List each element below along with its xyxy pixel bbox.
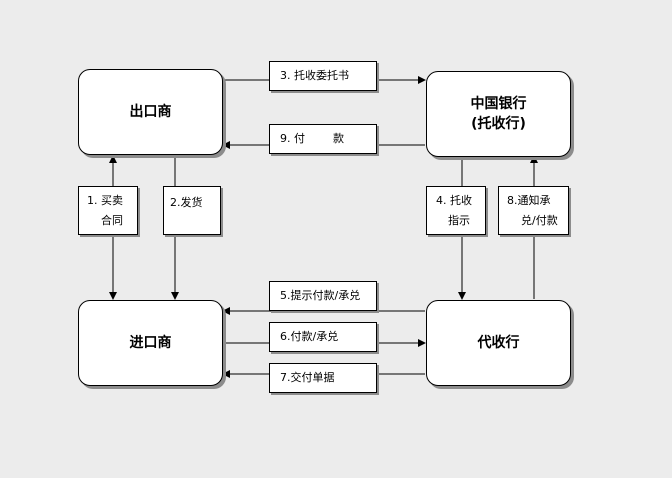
step-7-text: 7.交付单据 (280, 371, 335, 384)
step-6-text: 6.付款/承兑 (280, 330, 339, 343)
collecting-bank-box: 代收行 (426, 300, 571, 386)
step-3-label: 3. 托收委托书 (269, 61, 377, 91)
collecting-bank-label: 代收行 (477, 335, 520, 351)
remitting-bank-role: (托收行) (471, 116, 526, 132)
step-3-text: 3. 托收委托书 (280, 69, 349, 82)
step-8-text-line1: 8.通知承 (507, 193, 551, 207)
remitting-bank-box: 中国银行 (托收行) (426, 71, 571, 157)
step-7-label: 7.交付单据 (269, 363, 377, 393)
step-5-label: 5.提示付款/承兑 (269, 281, 377, 311)
step-9-text: 9. 付 款 (280, 132, 344, 145)
step-8-label: 8.通知承 兑/付款 (498, 186, 569, 235)
step-4-text-line1: 4. 托收 (436, 193, 472, 207)
step-2-label: 2.发货 (163, 186, 221, 235)
exporter-label: 出口商 (129, 104, 172, 120)
step-1-text-line2: 合同 (101, 213, 123, 227)
step-4-text-line2: 指示 (448, 213, 470, 227)
step-5-text: 5.提示付款/承兑 (280, 289, 361, 302)
step-4-label: 4. 托收 指示 (426, 186, 486, 235)
remitting-bank-label: 中国银行 (470, 96, 527, 112)
step-1-text-line1: 1. 买卖 (87, 193, 123, 207)
step-6-label: 6.付款/承兑 (269, 322, 377, 352)
step-9-label: 9. 付 款 (269, 124, 377, 154)
exporter-box: 出口商 (78, 69, 223, 155)
step-8-text-line2: 兑/付款 (521, 213, 558, 227)
importer-box: 进口商 (78, 300, 223, 386)
step-2-text: 2.发货 (170, 196, 203, 209)
step-1-label: 1. 买卖 合同 (78, 186, 138, 235)
importer-label: 进口商 (129, 335, 172, 351)
